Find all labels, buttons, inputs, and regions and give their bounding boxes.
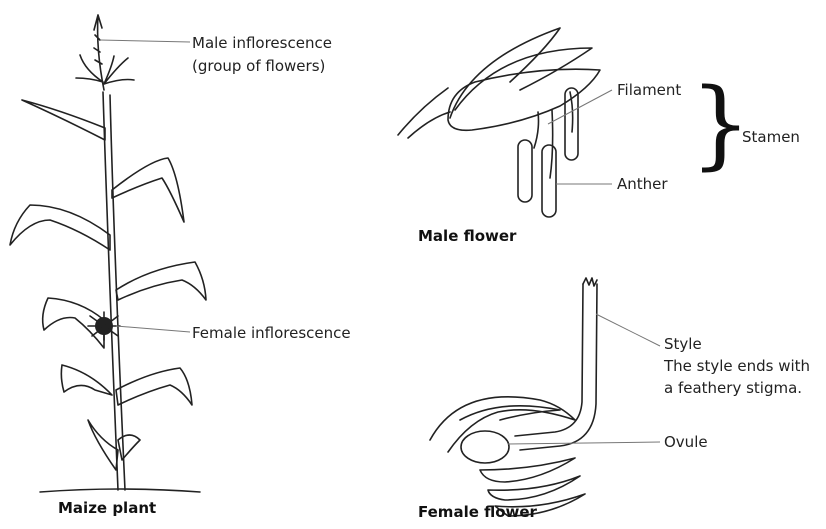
maize-plant-drawing xyxy=(10,15,206,492)
label-filament: Filament xyxy=(617,80,681,100)
leader-ovule xyxy=(508,442,660,444)
flower-stalk xyxy=(398,88,448,135)
leaf xyxy=(10,205,110,250)
leaf xyxy=(22,100,105,140)
leaf xyxy=(88,420,118,470)
leader-male-inflorescence xyxy=(100,40,190,42)
label-male-inflorescence: Male inflorescence xyxy=(192,33,332,53)
stigma-tip xyxy=(583,278,597,286)
male-flower-drawing xyxy=(398,28,600,217)
female-flower-drawing xyxy=(430,278,597,516)
label-ovule: Ovule xyxy=(664,432,708,452)
leaf xyxy=(43,298,104,348)
leaf xyxy=(116,262,206,300)
anther xyxy=(518,140,532,202)
leader-style xyxy=(596,314,660,346)
leader-female-inflorescence xyxy=(116,326,190,332)
label-female-inflorescence: Female inflorescence xyxy=(192,323,351,343)
female-inflorescence-tuft xyxy=(88,312,120,340)
ground-line xyxy=(40,489,200,492)
leaf xyxy=(116,368,192,405)
leader-lines xyxy=(100,40,660,444)
caption-male-flower: Male flower xyxy=(418,227,516,245)
husk xyxy=(488,476,580,500)
label-stamen: Stamen xyxy=(742,127,800,147)
label-style-note-1: The style ends with xyxy=(664,356,810,376)
leaf xyxy=(61,365,112,395)
caption-female-flower: Female flower xyxy=(418,503,537,521)
caption-maize-plant: Maize plant xyxy=(58,499,156,517)
label-style-note-2: a feathery stigma. xyxy=(664,378,802,398)
glume-outer xyxy=(450,28,560,118)
stamen-brace: } xyxy=(690,76,751,172)
ovule-shape xyxy=(461,431,509,463)
label-style: Style xyxy=(664,334,702,354)
leaf xyxy=(118,435,140,460)
anther xyxy=(542,145,556,217)
leaf xyxy=(112,158,184,222)
label-male-inflorescence-note: (group of flowers) xyxy=(192,56,325,76)
label-anther: Anther xyxy=(617,174,668,194)
